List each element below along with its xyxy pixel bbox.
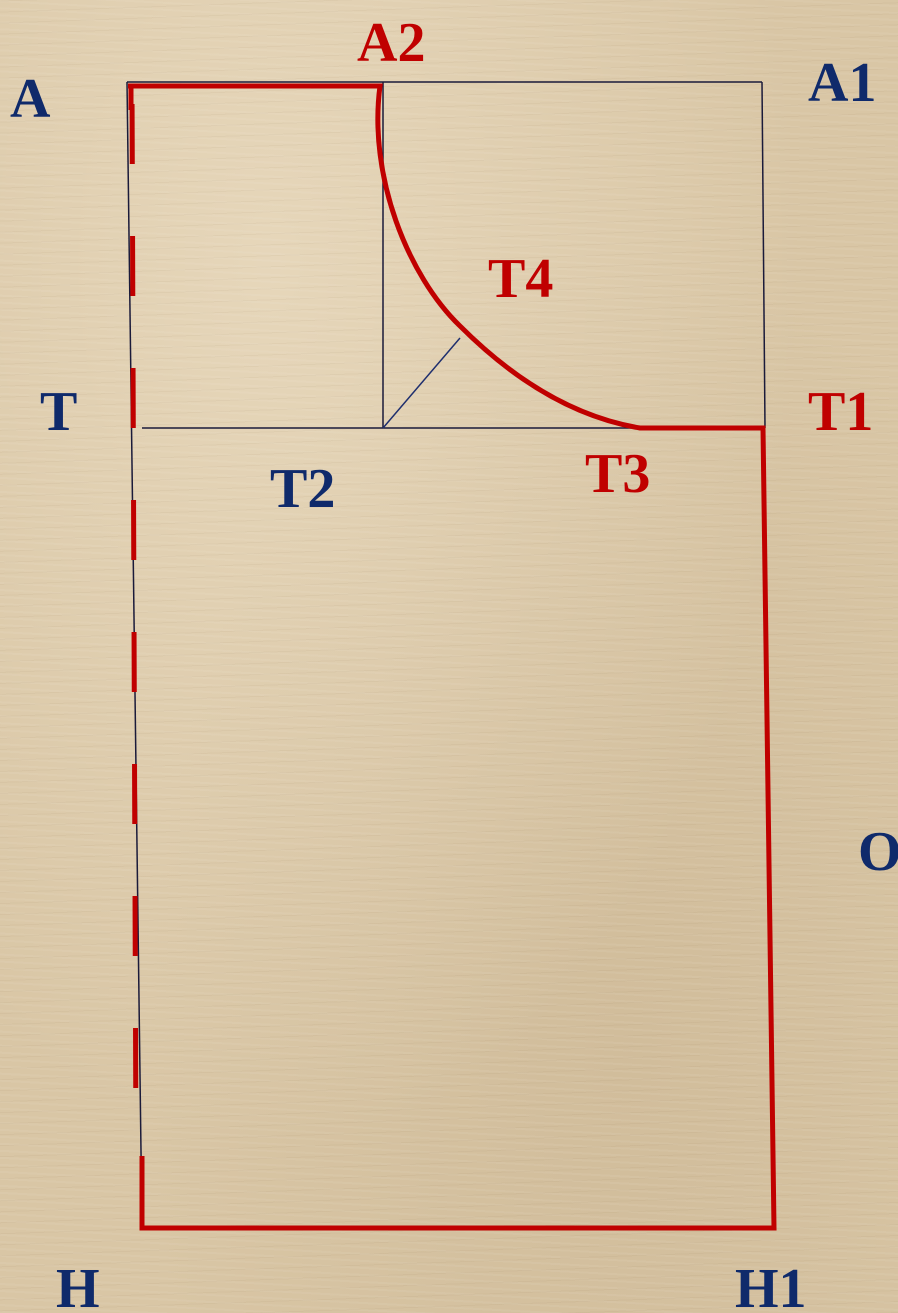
label-a2: A2 [357,12,425,74]
diagonal-t2-t4 [382,337,461,429]
label-o: O [858,821,898,883]
label-t2: T2 [270,458,335,520]
line-a1-t1 [761,81,766,429]
outline-top-and-curve [128,83,777,1231]
label-t3: T3 [585,443,650,505]
label-t: T [40,381,77,443]
pattern-outline [128,83,777,1231]
point-labels: A A2 A1 T4 T T1 T2 T3 O H H1 [10,12,898,1313]
label-a: A [10,68,51,130]
label-t4: T4 [488,248,553,310]
center-fold-dashed-line [129,85,139,1157]
label-a1: A1 [808,52,876,114]
label-t1: T1 [808,381,873,443]
label-h: H [56,1258,100,1313]
label-h1: H1 [735,1258,807,1313]
construction-lines [126,81,766,1229]
